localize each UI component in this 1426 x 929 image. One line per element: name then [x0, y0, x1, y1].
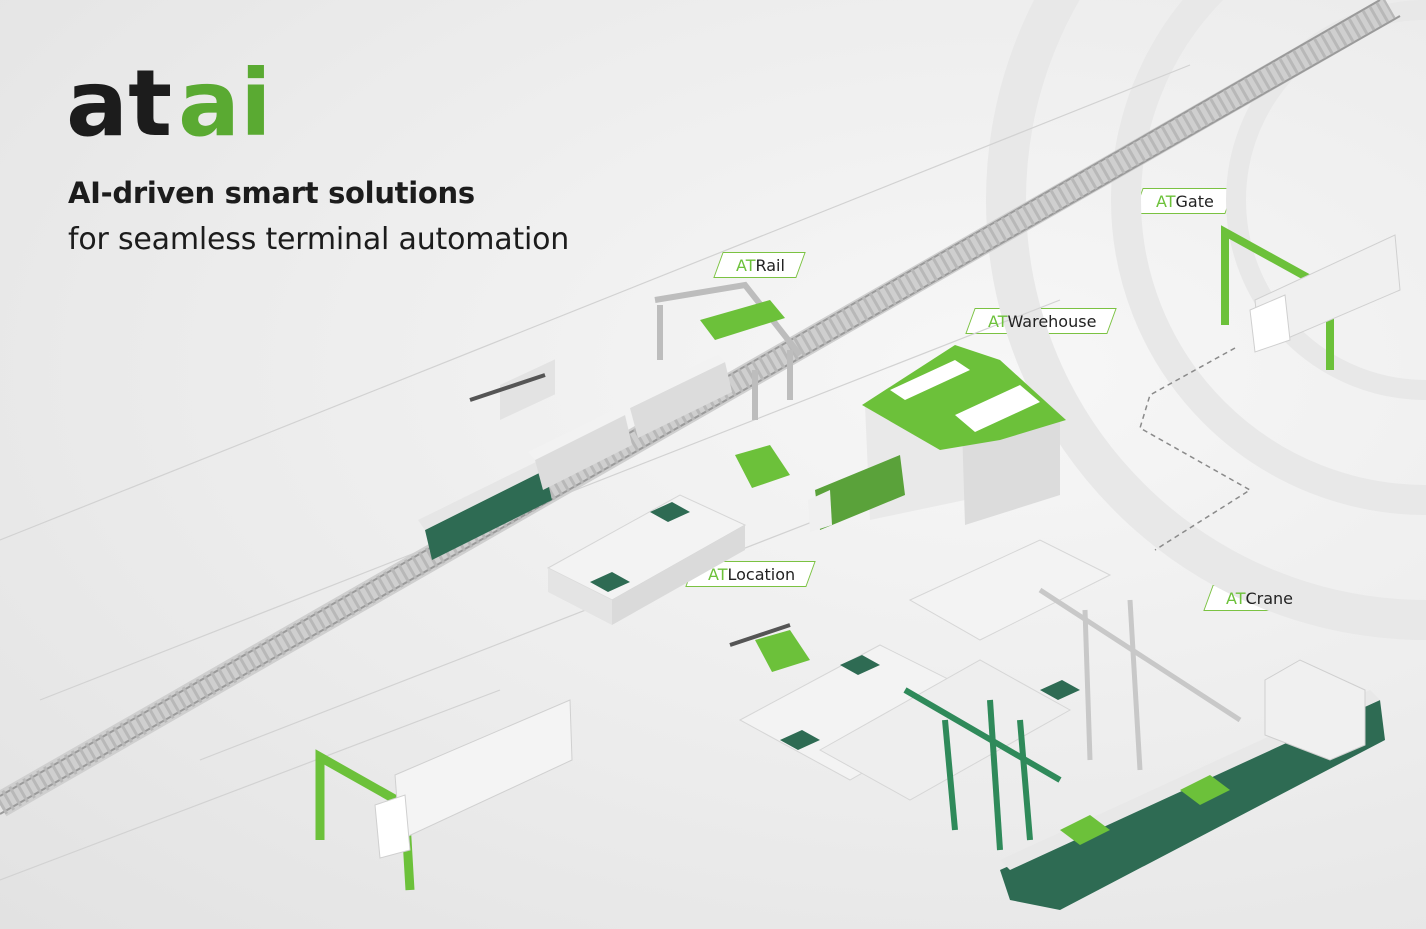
tag-atcrane-name: Crane: [1245, 588, 1294, 608]
headline: AI-driven smart solutions: [68, 176, 475, 210]
train: [418, 355, 732, 560]
tag-atwarehouse-prefix: AT: [988, 311, 1008, 331]
tag-atrail-prefix: AT: [736, 255, 756, 275]
tag-atwarehouse-name: Warehouse: [1007, 311, 1097, 331]
tag-atcrane-prefix: AT: [1226, 588, 1246, 608]
gate-bottom-left: [315, 699, 573, 891]
tag-atrail-name: Rail: [755, 255, 785, 275]
tag-atgate-prefix: AT: [1156, 191, 1176, 211]
tag-atlocation-prefix: AT: [708, 564, 728, 584]
atai-logo: at ai: [66, 50, 272, 140]
logo-text-dark: at: [66, 50, 172, 140]
subheadline: for seamless terminal automation: [68, 222, 570, 257]
warehouse-truck: [808, 455, 905, 532]
gate-top-right: [1221, 225, 1401, 370]
connection-path: [1139, 347, 1252, 551]
ship-to-shore-cranes-grey: [1038, 587, 1242, 771]
reach-stacker: [469, 359, 555, 420]
background-arcs: [986, 0, 1426, 640]
reach-stacker-location: [729, 445, 810, 672]
container-ship: [1000, 659, 1385, 910]
logo-text-green: ai: [178, 50, 272, 140]
container-block-left: [546, 494, 747, 625]
ship-to-shore-cranes: [903, 687, 1062, 851]
tag-atgate-name: Gate: [1175, 191, 1214, 211]
rail-gantry-crane: [654, 281, 803, 420]
tag-atlocation-name: Location: [727, 564, 796, 584]
